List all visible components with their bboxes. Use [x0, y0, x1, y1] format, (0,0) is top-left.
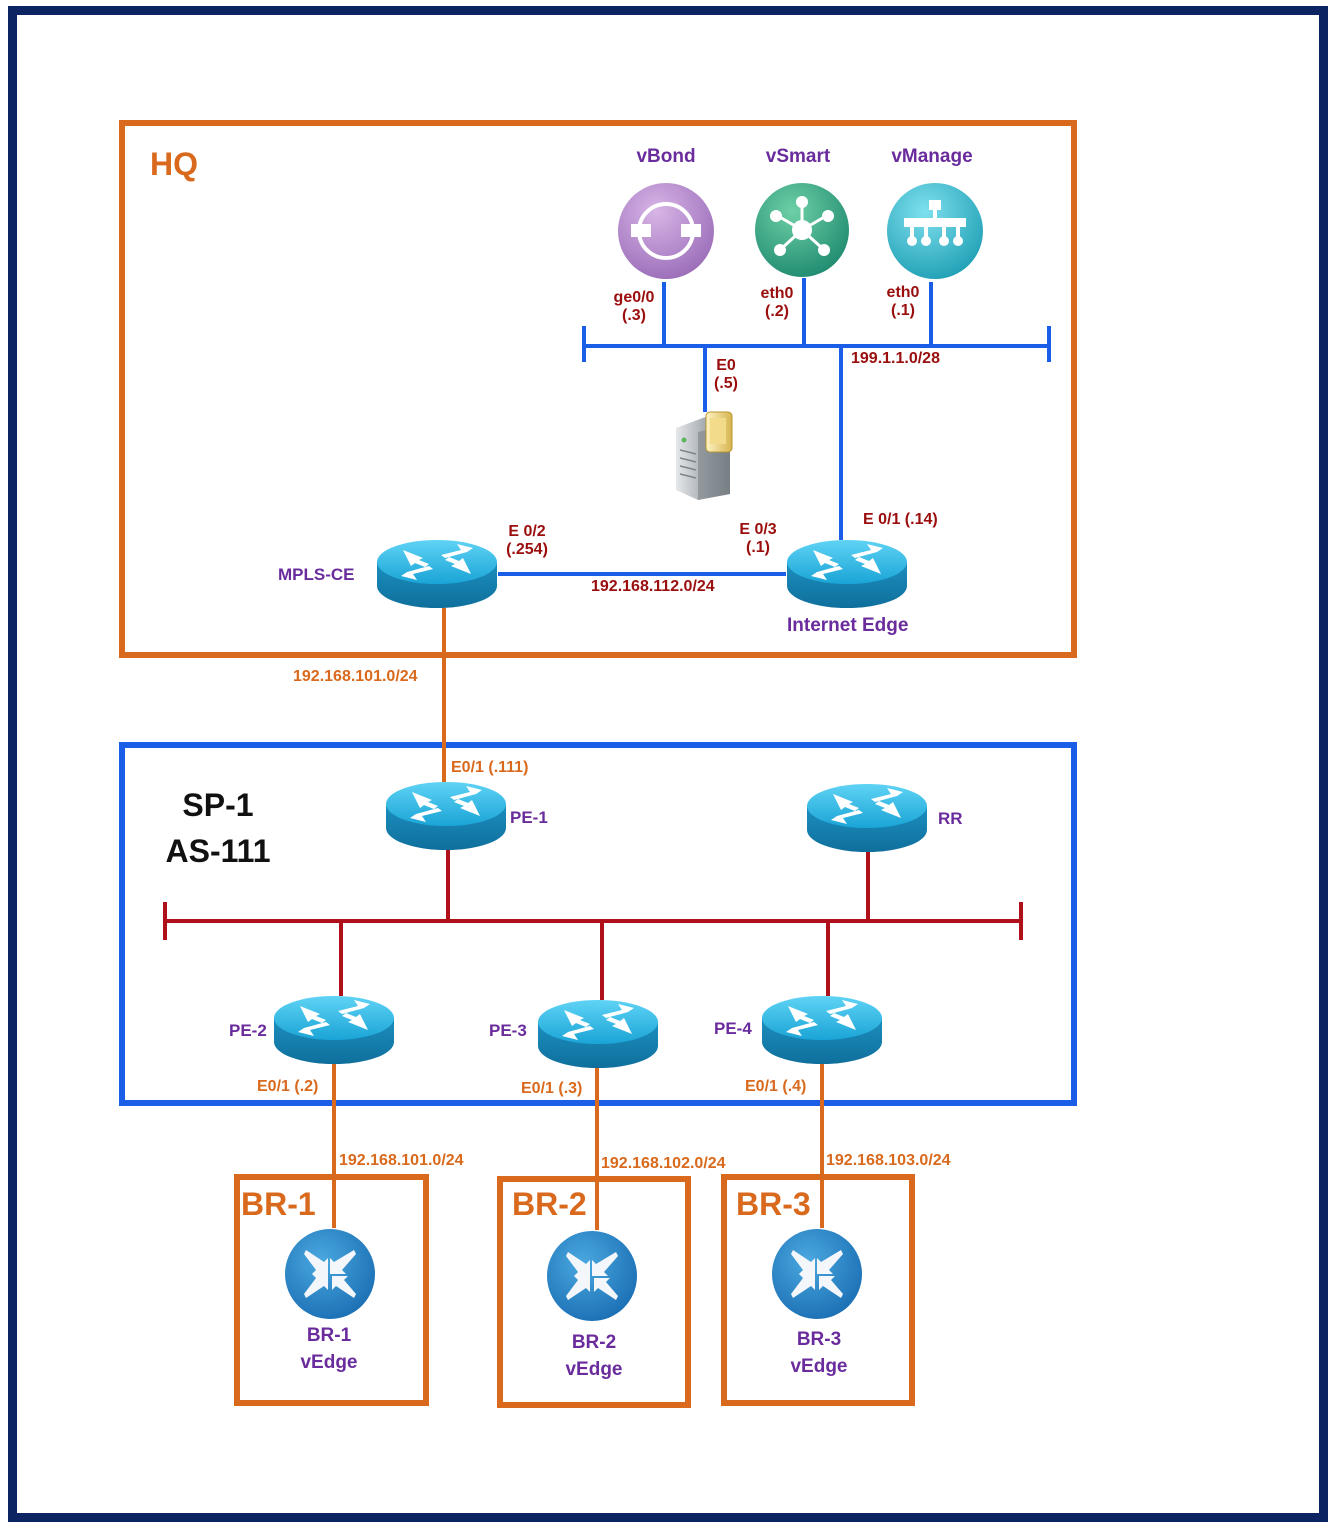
server-interface: E0 (.5): [714, 357, 738, 394]
pe3-router-icon[interactable]: [536, 996, 660, 1070]
transit-subnet-label: 192.168.112.0/24: [591, 578, 715, 595]
br1-vedge-icon[interactable]: [284, 1228, 376, 1320]
mpls-ce-router-icon[interactable]: [375, 536, 499, 610]
vmanage-icon[interactable]: [886, 182, 984, 280]
br1-vedge-type: vEdge: [300, 1351, 358, 1373]
mpls-ce-interface: E 0/2 (.254): [506, 523, 548, 560]
mpls-ce-ip: (.254): [506, 541, 548, 559]
rr-router-icon[interactable]: [805, 780, 929, 854]
pe3-interface: E0/1 (.3): [521, 1080, 583, 1097]
vbond-ip: (.3): [621, 307, 646, 325]
vmanage-ip: (.1): [891, 302, 915, 320]
br2-site-box: [497, 1176, 691, 1408]
vsmart-interface-name: eth0: [760, 285, 794, 302]
internet-edge-lan-interface-name: E 0/3: [739, 521, 777, 538]
vsmart-label: vSmart: [765, 146, 831, 167]
mpls-ce-label: MPLS-CE: [278, 565, 355, 584]
mpls-ce-interface-name: E 0/2: [508, 523, 546, 540]
br2-title: BR-2: [512, 1186, 587, 1222]
br1-subnet-label: 192.168.101.0/24: [339, 1152, 464, 1169]
br2-vedge-icon[interactable]: [546, 1230, 638, 1322]
vbond-icon[interactable]: [617, 182, 715, 280]
sp1-name: SP-1: [182, 787, 254, 823]
controller-subnet-label: 199.1.1.0/28: [851, 350, 940, 367]
hq-site-box: [119, 120, 1077, 658]
hq-title: HQ: [150, 146, 198, 182]
internet-edge-lan-ip: (.1): [745, 539, 770, 557]
br3-site-box: [721, 1174, 915, 1406]
internet-edge-router-icon[interactable]: [785, 536, 909, 610]
br3-vedge-icon[interactable]: [771, 1228, 863, 1320]
vbond-label: vBond: [636, 146, 696, 167]
br1-site-box: [234, 1174, 429, 1406]
pe1-router-icon[interactable]: [384, 778, 508, 852]
sp1-title: SP-1 AS-111: [166, 782, 271, 875]
pe1-label: PE-1: [510, 808, 548, 827]
br1-title: BR-1: [241, 1186, 316, 1222]
br3-title: BR-3: [736, 1186, 811, 1222]
br2-vedge-name: BR-2: [571, 1332, 617, 1353]
br1-vedge-label: BR-1 vEdge: [300, 1323, 357, 1376]
br2-subnet-label: 192.168.102.0/24: [601, 1155, 726, 1172]
vbond-interface: ge0/0 (.3): [614, 289, 655, 326]
br1-vedge-name: BR-1: [306, 1325, 352, 1346]
internet-edge-label: Internet Edge: [787, 615, 909, 636]
server-interface-name: E0: [716, 357, 736, 374]
pe4-interface: E0/1 (.4): [745, 1078, 807, 1095]
vmanage-interface-name: eth0: [886, 284, 920, 301]
rr-label: RR: [938, 809, 963, 828]
vmanage-label: vManage: [891, 146, 973, 167]
pe3-label: PE-3: [489, 1021, 527, 1040]
pe2-interface: E0/1 (.2): [257, 1078, 319, 1095]
vsmart-ip: (.2): [765, 303, 789, 321]
br2-vedge-label: BR-2 vEdge: [565, 1330, 622, 1383]
vsmart-interface: eth0 (.2): [761, 285, 794, 322]
internet-edge-lan-interface: E 0/3 (.1): [739, 521, 776, 558]
pe4-router-icon[interactable]: [760, 992, 884, 1066]
pe2-router-icon[interactable]: [272, 992, 396, 1066]
pe2-label: PE-2: [229, 1021, 267, 1040]
sp1-as-number: AS-111: [165, 833, 271, 870]
server-firewall-icon[interactable]: [672, 408, 746, 500]
br2-vedge-type: vEdge: [565, 1358, 623, 1380]
br3-vedge-label: BR-3 vEdge: [790, 1327, 847, 1380]
vmanage-interface: eth0 (.1): [887, 284, 920, 321]
uplink-subnet-label: 192.168.101.0/24: [293, 668, 418, 685]
br3-vedge-type: vEdge: [790, 1355, 848, 1377]
pe4-label: PE-4: [714, 1019, 752, 1038]
server-ip: (.5): [714, 375, 738, 393]
internet-edge-wan-interface: E 0/1 (.14): [863, 511, 938, 528]
vsmart-icon[interactable]: [754, 182, 850, 278]
pe1-interface: E0/1 (.111): [451, 759, 529, 776]
br3-subnet-label: 192.168.103.0/24: [826, 1152, 951, 1169]
br3-vedge-name: BR-3: [796, 1329, 842, 1350]
vbond-interface-name: ge0/0: [613, 289, 655, 306]
